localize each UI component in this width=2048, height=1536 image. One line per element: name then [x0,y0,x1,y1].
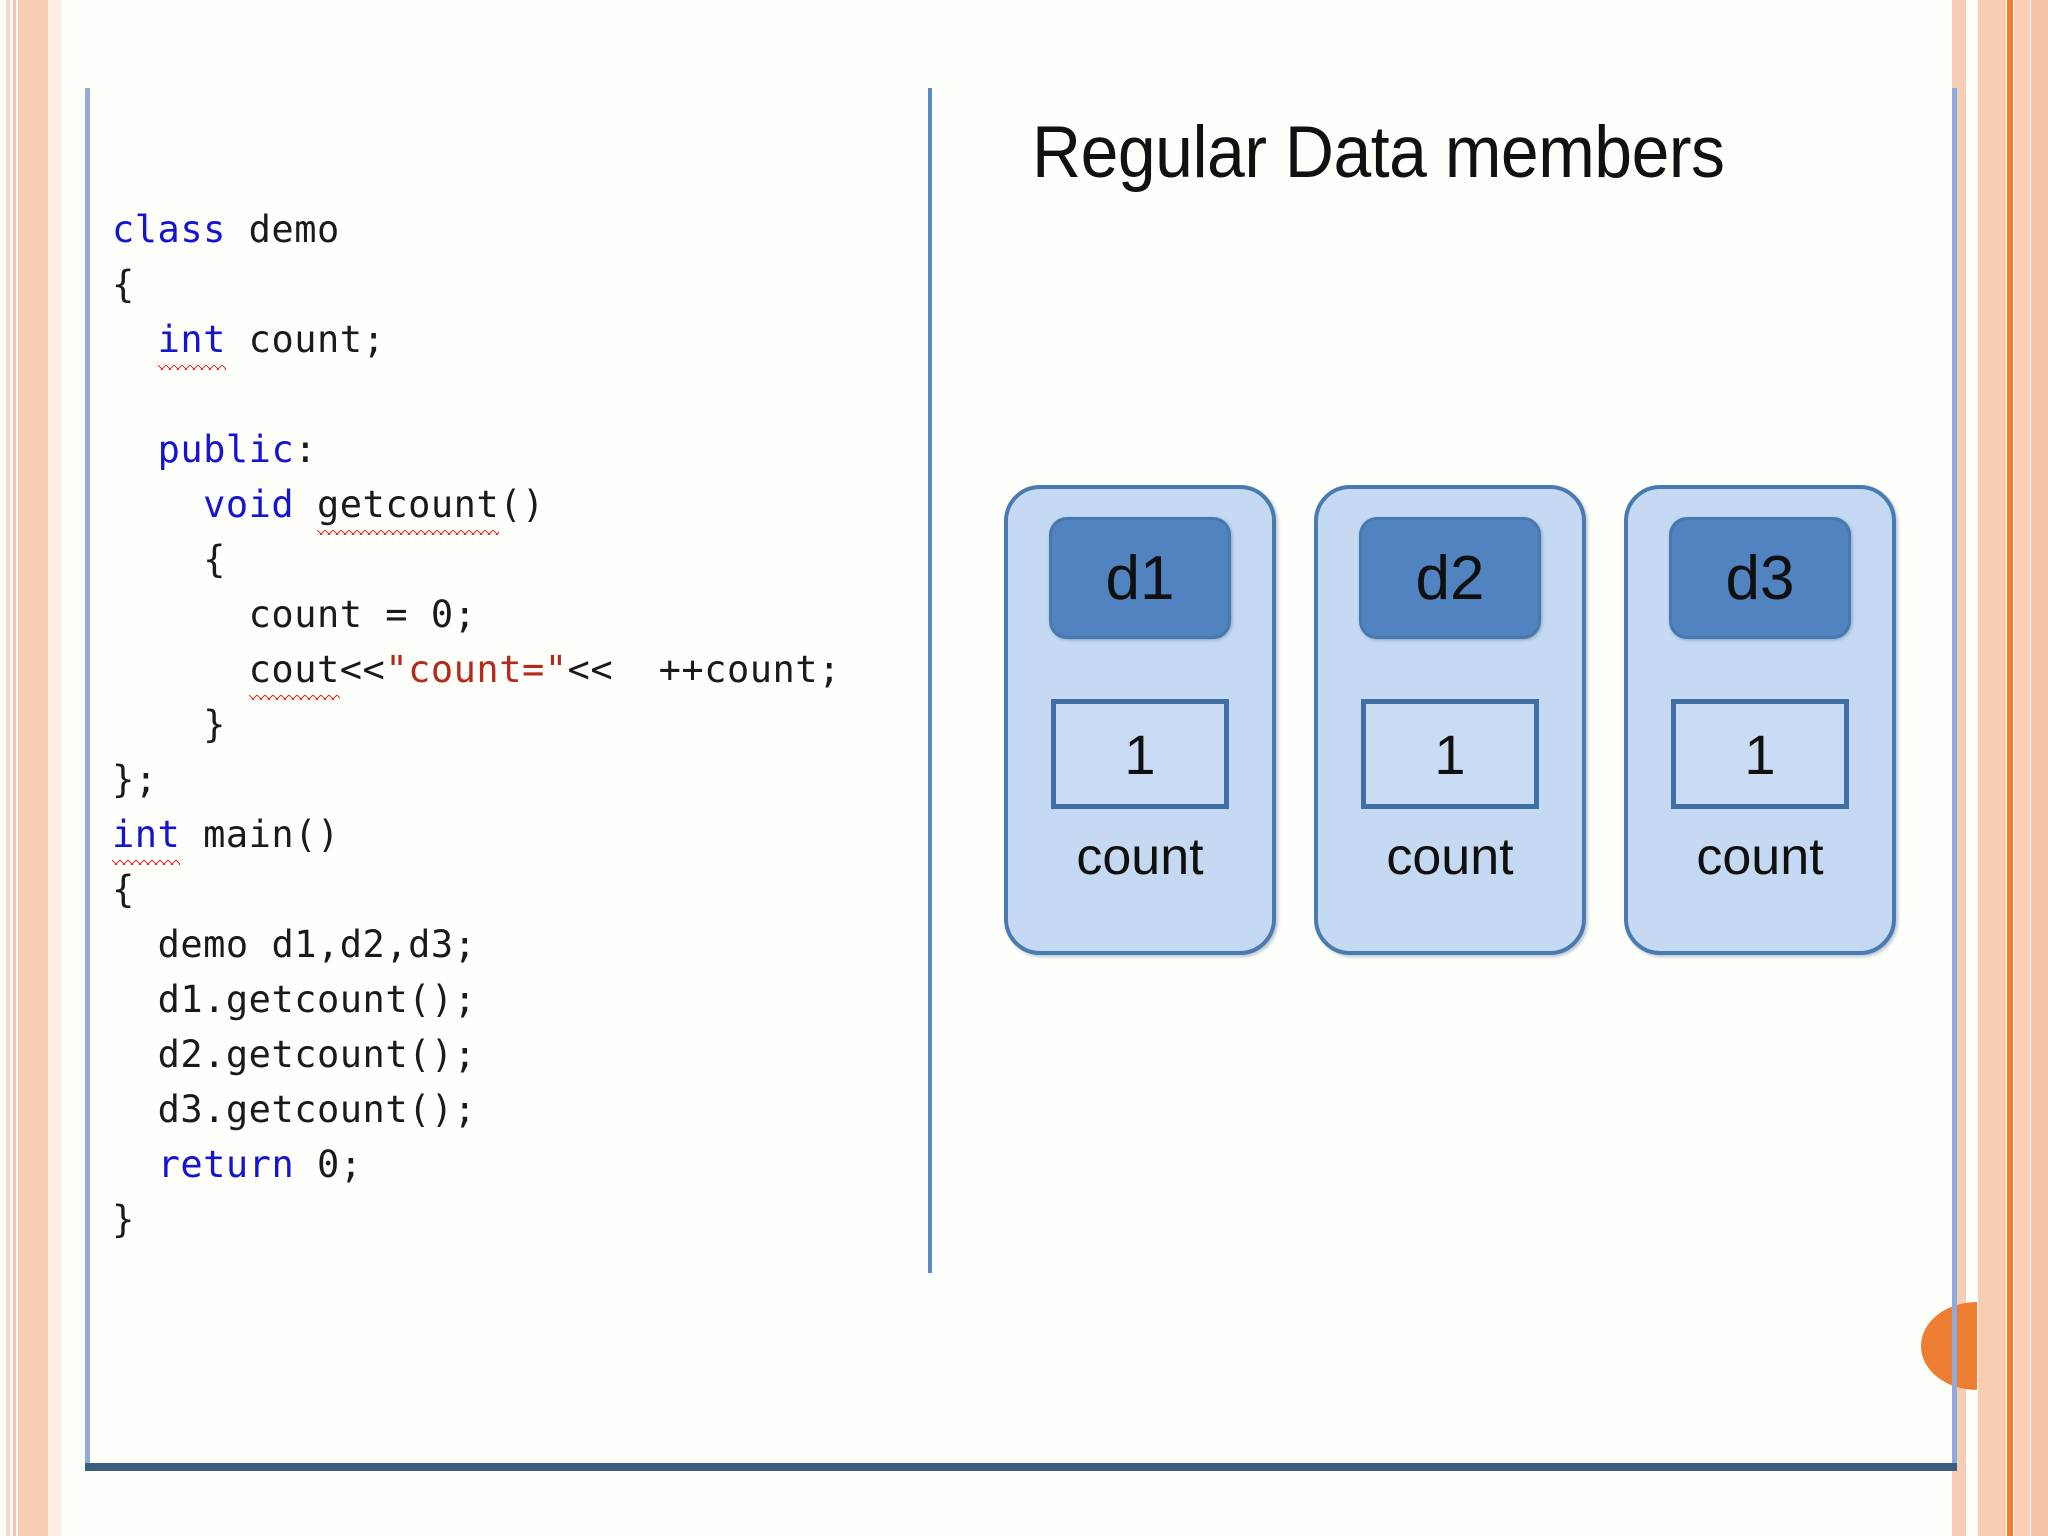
code-block: class demo { int count; public: void getc… [112,202,912,1247]
code-token: main() [180,813,340,856]
member-name-label: count [1076,828,1204,886]
diagram-pane: Regular Data members d1 1 count d2 1 cou… [960,95,1950,1275]
code-pane: class demo { int count; public: void getc… [112,165,912,1284]
pane-divider [928,88,932,1273]
object-card-d3: d3 1 count [1624,485,1896,955]
code-token: { [203,538,226,581]
object-card-d1: d1 1 count [1004,485,1276,955]
object-name-badge: d2 [1359,517,1541,639]
object-name-badge: d3 [1669,517,1851,639]
code-token: () [499,483,545,526]
code-token: count; [225,318,386,361]
member-name-label: count [1696,828,1824,886]
object-card-d2: d2 1 count [1314,485,1586,955]
code-token: getcount [317,477,500,535]
code-token: { [112,868,135,911]
code-token: demo [248,208,340,251]
code-token: 0; [294,1143,363,1186]
member-value-box: 1 [1051,699,1229,809]
code-token: void [203,483,295,526]
right-stripe-6 [2031,0,2048,1536]
code-token: class [112,208,249,251]
content-frame-right-border [1952,88,1957,1470]
code-line: d1.getcount(); [112,972,912,1027]
code-token: } [203,703,226,746]
left-stripe-3 [18,0,48,1536]
code-token: << ++count; [567,648,841,691]
object-name-badge: d1 [1049,517,1231,639]
code-line: d3.getcount(); [112,1082,912,1137]
content-frame-corner [85,1463,93,1471]
code-line: } [112,1192,912,1247]
code-line: } [112,697,912,752]
code-line: class demo [112,202,912,257]
content-frame-left-border [85,88,1956,1470]
right-stripe-2 [1971,0,1975,1536]
code-token: count = 0; [248,593,477,636]
code-token: } [112,1198,135,1241]
code-line [112,367,912,422]
right-stripe-5 [2014,0,2030,1536]
right-stripe-3 [1978,0,2006,1536]
member-name-label: count [1386,828,1514,886]
left-stripe-2 [13,0,16,1536]
code-line: cout<<"count="<< ++count; [112,642,912,700]
code-token: cout [248,642,340,700]
code-line: }; [112,752,912,807]
code-token: public [157,428,295,471]
member-value-box: 1 [1361,699,1539,809]
content-frame-bottom-border [85,1463,1957,1471]
code-token: d1.getcount(); [157,978,477,1021]
code-line: count = 0; [112,587,912,642]
code-token: int [157,312,227,370]
code-line: d2.getcount(); [112,1027,912,1082]
left-stripe-4 [48,0,62,1536]
code-token [294,483,317,526]
code-line: { [112,257,912,312]
code-token: }; [112,758,158,801]
object-diagram-row: d1 1 count d2 1 count d3 1 count [1004,485,1896,955]
code-token: << [339,648,386,691]
code-token: : [294,428,317,471]
code-token: int [112,807,181,865]
code-line: demo d1,d2,d3; [112,917,912,972]
code-line: int count; [112,312,912,370]
code-token: return [157,1143,295,1186]
page-title: Regular Data members [1032,112,1725,193]
code-token: { [112,263,135,306]
code-line: { [112,532,912,587]
left-stripe-1 [6,0,10,1536]
code-line: public: [112,422,912,477]
code-token: d2.getcount(); [157,1033,477,1076]
code-token: "count=" [385,648,568,691]
code-line: return 0; [112,1137,912,1192]
code-line: { [112,862,912,917]
right-stripe-4 [2007,0,2013,1536]
code-token: d3.getcount(); [157,1088,477,1131]
code-line: int main() [112,807,912,865]
member-value-box: 1 [1671,699,1849,809]
code-line: void getcount() [112,477,912,535]
code-token: demo d1,d2,d3; [157,923,477,966]
